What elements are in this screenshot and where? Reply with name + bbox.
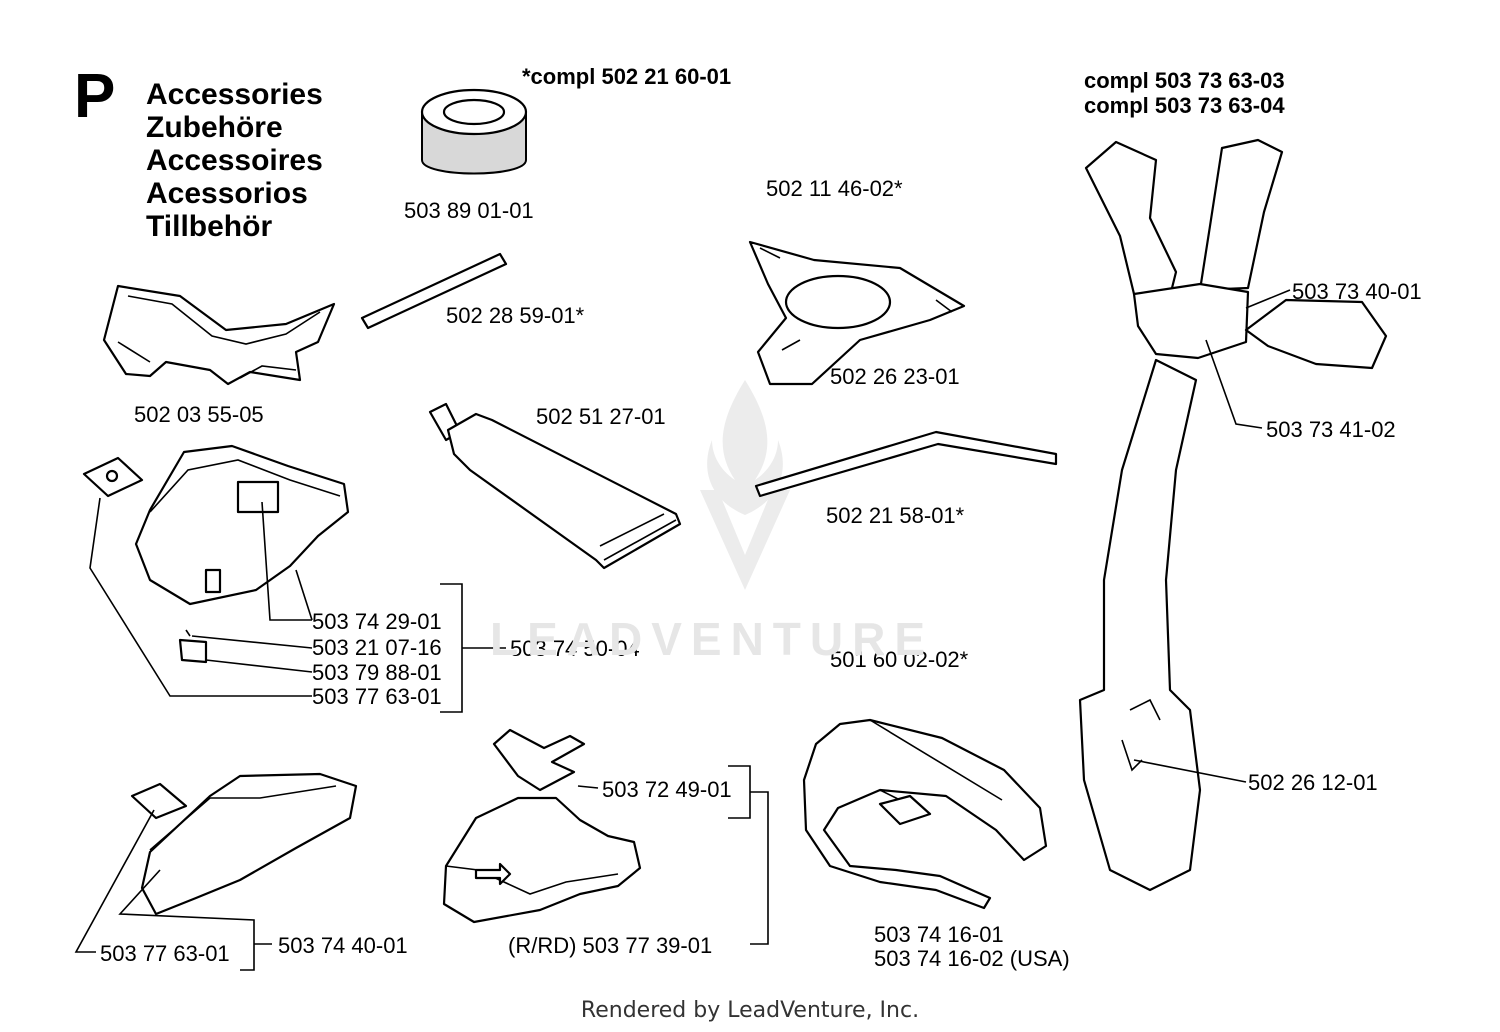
part-number-503890101[interactable]: 503 89 01-01: [404, 198, 534, 223]
part-number-503734102[interactable]: 503 73 41-02: [1266, 417, 1396, 442]
part-number-502035505[interactable]: 502 03 55-05: [134, 402, 264, 427]
compl-label-harness-2: compl 503 73 63-04: [1084, 93, 1285, 118]
clip-part: [178, 629, 208, 664]
grease-tube-part: [428, 402, 682, 570]
rod-part: [360, 252, 508, 330]
part-number-503776301-upper[interactable]: 503 77 63-01: [312, 684, 442, 709]
part-number-503210716[interactable]: 503 21 07-16: [312, 635, 442, 660]
part-number-502261201[interactable]: 502 26 12-01: [1248, 770, 1378, 795]
footer-credit: Rendered by LeadVenture, Inc.: [580, 998, 920, 1023]
title-pt: Acessorios: [146, 177, 308, 210]
part-number-503776301-lower[interactable]: 503 77 63-01: [100, 941, 230, 966]
part-number-502114602[interactable]: 502 11 46-02*: [766, 176, 903, 201]
line-guard-part: [442, 765, 769, 945]
title-sv: Tillbehör: [146, 210, 273, 243]
part-number-503741601[interactable]: 503 74 16-01: [874, 922, 1004, 947]
part-number-503773901[interactable]: (R/RD) 503 77 39-01: [508, 933, 713, 958]
watermark-logo: [700, 380, 790, 590]
guard-plate-part: [102, 284, 336, 386]
part-number-503742901[interactable]: 503 74 29-01: [312, 609, 442, 634]
part-number-502512701[interactable]: 502 51 27-01: [536, 404, 666, 429]
part-number-502285901[interactable]: 502 28 59-01*: [446, 303, 585, 328]
title-de: Zubehöre: [146, 111, 283, 144]
leader-lines: [89, 497, 506, 713]
blade-guard-part: [74, 772, 358, 971]
title-en: Accessories: [146, 78, 323, 111]
part-number-501600202[interactable]: 501 60 02-02*: [830, 647, 969, 672]
part-number-502262301[interactable]: 502 26 23-01: [830, 364, 960, 389]
part-number-503734001[interactable]: 503 73 40-01: [1292, 279, 1422, 304]
part-number-503724901[interactable]: 503 72 49-01: [602, 777, 732, 802]
watermark-text: LEADVENTURE: [490, 613, 935, 665]
compl-label-spool: *compl 502 21 60-01: [522, 64, 732, 89]
part-number-503745004[interactable]: 503 74 50-04: [510, 636, 640, 661]
bracket-part: [492, 728, 599, 792]
part-number-503744001[interactable]: 503 74 40-01: [278, 933, 408, 958]
title-fr: Accessoires: [146, 144, 323, 177]
mounting-plate-part: [82, 456, 144, 498]
part-number-503798801[interactable]: 503 79 88-01: [312, 660, 442, 685]
section-letter: P: [74, 62, 116, 131]
part-number-503741602[interactable]: 503 74 16-02 (USA): [874, 946, 1070, 971]
compl-label-harness-1: compl 503 73 63-03: [1084, 68, 1285, 93]
shoulder-strap-part: [802, 718, 1048, 910]
blade-holder-part: [748, 240, 966, 386]
part-number-502215801[interactable]: 502 21 58-01*: [826, 503, 965, 528]
section-titles: Accessories Zubehöre Accessoires Acessor…: [146, 78, 323, 243]
trimmer-guard-part: [134, 444, 350, 606]
spool-ring-part: [420, 88, 528, 175]
harness-part: [1078, 138, 1388, 892]
bent-rod-part: [754, 430, 1058, 498]
